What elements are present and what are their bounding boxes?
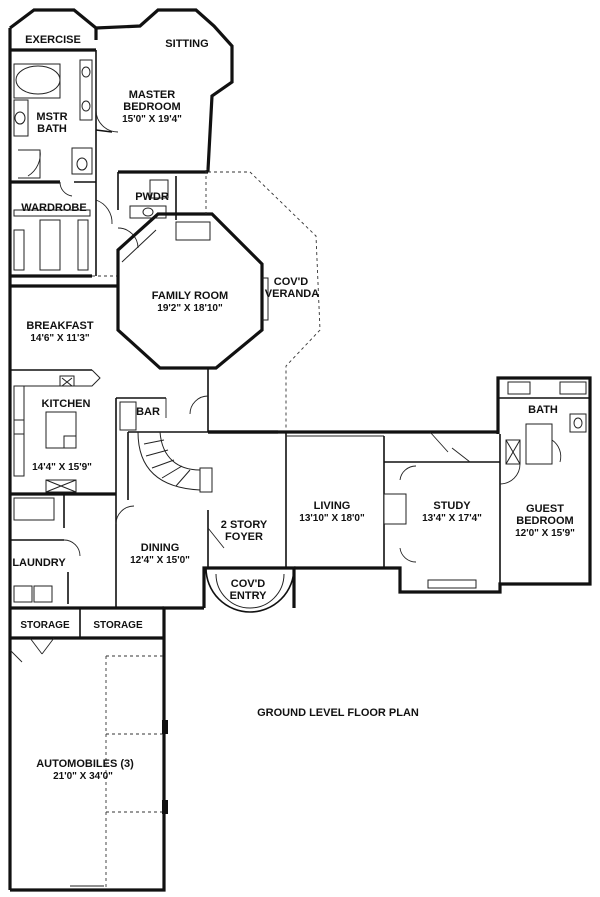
label-veranda-1: COV'D [274, 276, 308, 288]
size-automobiles: 21'0" X 34'0" [53, 771, 113, 782]
label-kitchen: KITCHEN [42, 398, 91, 410]
label-pwdr: PWDR [135, 191, 169, 203]
label-mstr-bath-2: BATH [37, 123, 67, 135]
east-wing [285, 381, 590, 592]
garage [70, 655, 168, 890]
label-breakfast: BREAKFAST [26, 320, 94, 332]
size-master-bedroom: 15'0" X 19'4" [122, 114, 182, 125]
size-living: 13'10" X 18'0" [299, 513, 365, 524]
dining-and-service [9, 494, 164, 663]
label-foyer-2: FOYER [225, 531, 263, 543]
label-guest-bedroom-1: GUEST [526, 503, 564, 515]
label-study: STUDY [433, 500, 471, 512]
label-bath: BATH [528, 404, 558, 416]
size-study: 13'4" X 17'4" [422, 513, 482, 524]
label-master-bedroom-1: MASTER [129, 89, 176, 101]
label-sitting: SITTING [165, 38, 208, 50]
size-dining: 12'4" X 15'0" [130, 555, 190, 566]
master-suite-walls [10, 48, 119, 278]
label-automobiles: AUTOMOBILES (3) [36, 758, 134, 770]
label-storage-2: STORAGE [93, 620, 143, 631]
label-veranda-2: VERANDA [265, 288, 319, 300]
label-entry-2: ENTRY [230, 590, 268, 602]
label-storage-1: STORAGE [20, 620, 70, 631]
label-wardrobe: WARDROBE [21, 202, 86, 214]
label-foyer-1: 2 STORY [221, 519, 268, 531]
kitchen-walls [10, 284, 167, 496]
tub-fixture [15, 65, 61, 95]
family-room-walls [116, 170, 321, 432]
label-family-room: FAMILY ROOM [152, 290, 228, 302]
label-bar: BAR [136, 406, 160, 418]
size-family-room: 19'2" X 18'10" [157, 303, 223, 314]
stair-and-foyer [127, 430, 295, 613]
plan-title: GROUND LEVEL FLOOR PLAN [257, 707, 419, 719]
label-master-bedroom-2: BEDROOM [123, 101, 180, 113]
fireplace [383, 493, 407, 525]
label-guest-bedroom-2: BEDROOM [516, 515, 573, 527]
label-exercise: EXERCISE [25, 34, 81, 46]
label-dining: DINING [141, 542, 180, 554]
size-kitchen: 14'4" X 15'9" [32, 462, 92, 473]
label-mstr-bath-1: MSTR [36, 111, 67, 123]
room-labels: EXERCISE SITTING MASTER BEDROOM 15'0" X … [12, 34, 575, 782]
size-breakfast: 14'6" X 11'3" [30, 333, 90, 344]
size-guest-bedroom: 12'0" X 15'9" [515, 528, 575, 539]
label-entry-1: COV'D [231, 578, 265, 590]
label-living: LIVING [314, 500, 351, 512]
label-laundry: LAUNDRY [12, 557, 66, 569]
